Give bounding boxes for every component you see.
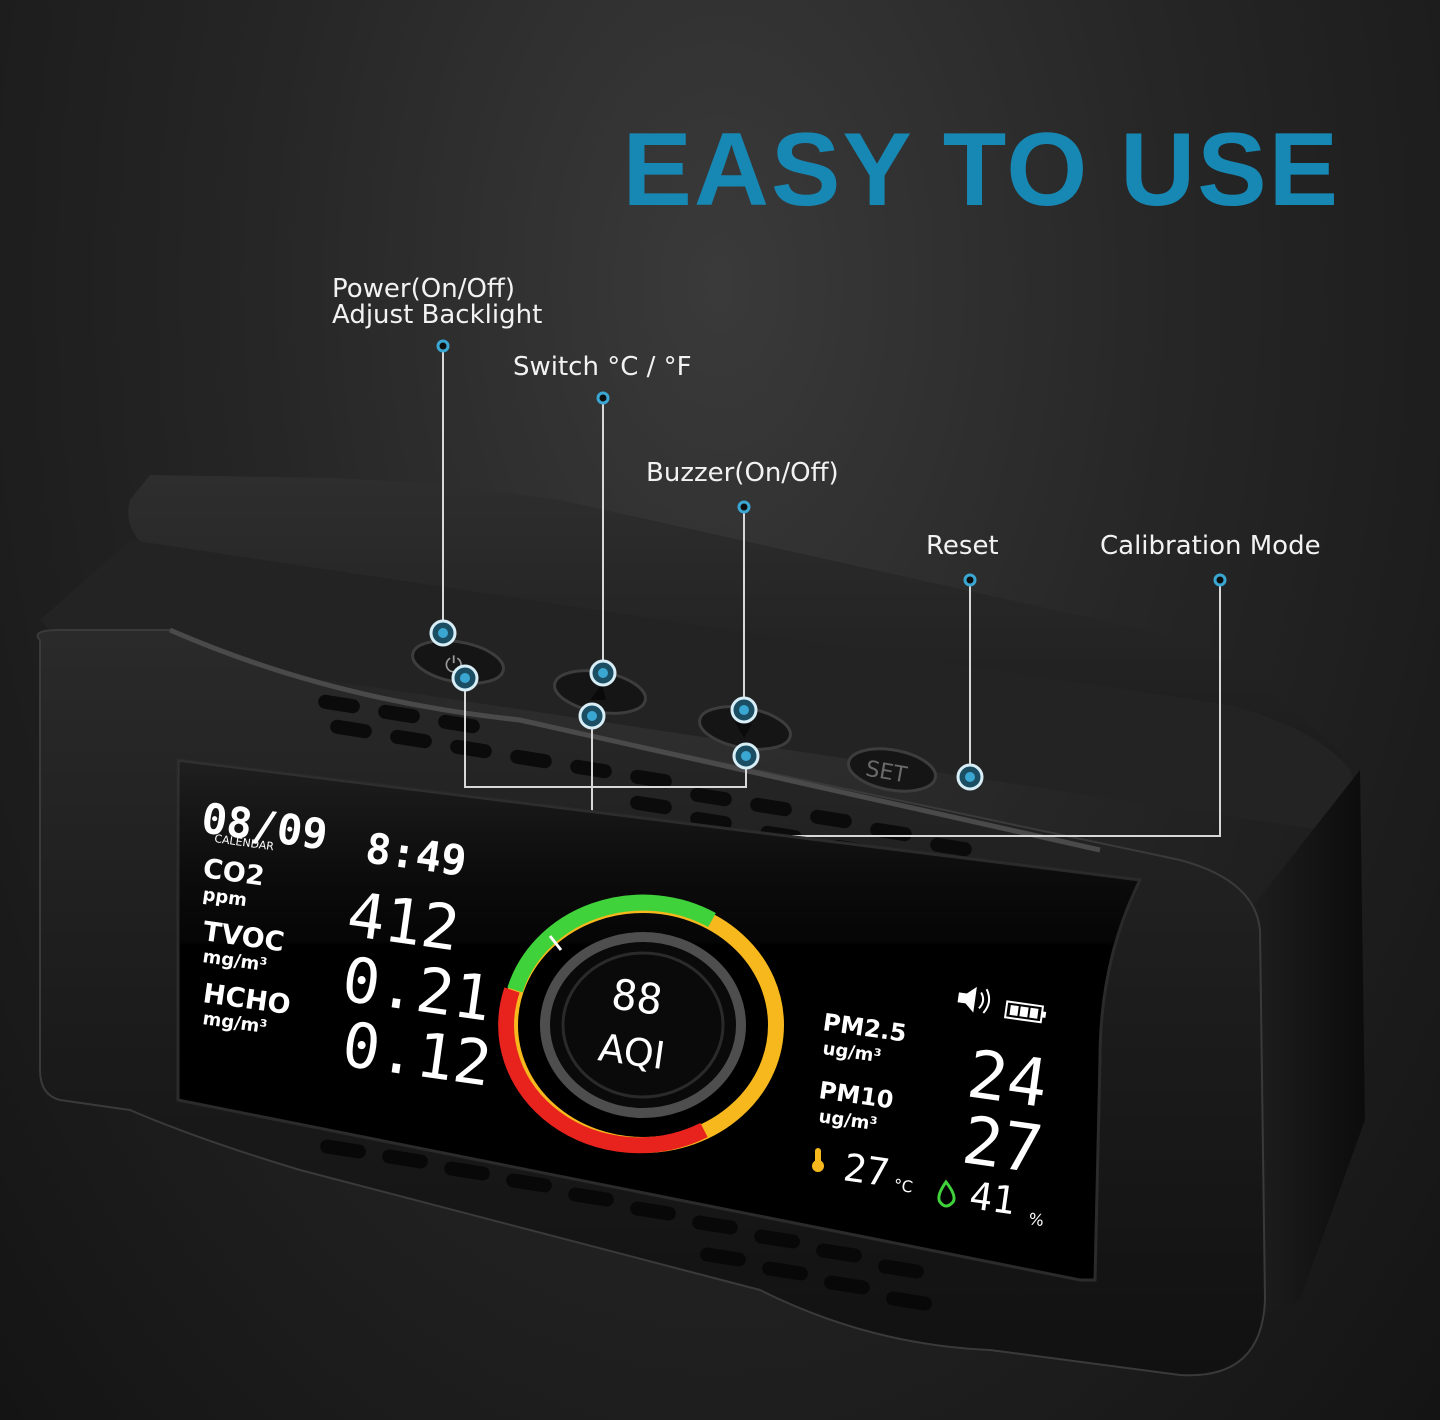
temperature-value: 27	[841, 1145, 892, 1195]
aqi-ring	[498, 894, 784, 1154]
headline: EASY TO USE	[622, 112, 1340, 228]
top-vent-grille	[318, 694, 972, 877]
lcd-contents: 08/09 CALENDAR 8:49 CO2 ppm 412 TVOC mg/…	[199, 793, 1053, 1230]
speaker-icon	[957, 986, 991, 1014]
humidity-value: 41	[967, 1173, 1018, 1223]
up-arrow-icon	[590, 684, 606, 700]
pm25-value: 24	[963, 1036, 1052, 1123]
callout-buzzer: Buzzer(On/Off)	[646, 458, 839, 488]
temperature-unit: °C	[892, 1175, 914, 1196]
co2-value: 412	[343, 878, 464, 966]
callout-power-line1: Power(On/Off)	[332, 274, 515, 304]
callout-lines	[442, 346, 1221, 837]
down-arrow-icon	[735, 722, 752, 738]
humidity-drop-icon	[937, 1179, 956, 1208]
humidity-unit: %	[1027, 1209, 1045, 1230]
set-button[interactable]: SET	[845, 743, 939, 798]
callout-reset: Reset	[926, 531, 999, 561]
callout-calibration: Calibration Mode	[1100, 531, 1321, 561]
thermometer-icon	[812, 1148, 824, 1172]
pm10-value: 27	[958, 1102, 1047, 1189]
aqi-value: 88	[609, 969, 666, 1025]
callout-dots	[429, 339, 1227, 791]
aqi-label: AQI	[596, 1025, 668, 1078]
callout-power-line2: Adjust Backlight	[332, 300, 543, 330]
callout-switch-unit: Switch °C / °F	[513, 352, 692, 382]
battery-icon	[1003, 1000, 1047, 1024]
